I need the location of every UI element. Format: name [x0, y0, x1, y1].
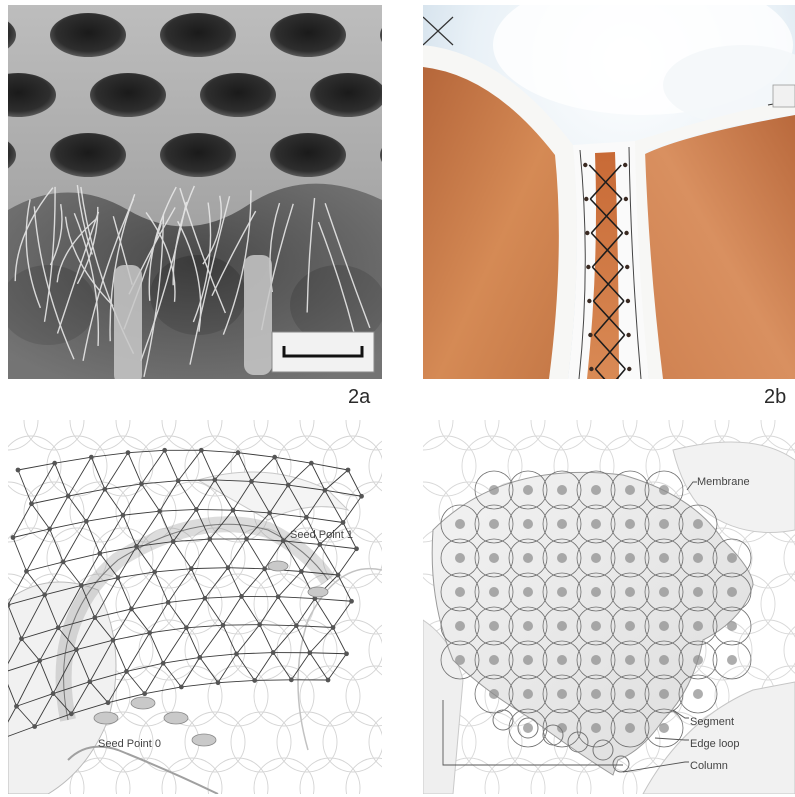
seed-point-0-label: Seed Point 0 — [98, 738, 161, 750]
edge-loop-label: Edge loop — [690, 738, 740, 750]
panel-label-2b: 2b — [764, 386, 786, 409]
panel-label-2a: 2a — [348, 386, 370, 409]
column-label: Column — [690, 760, 728, 772]
segment-label: Segment — [690, 716, 734, 728]
membrane-label: Membrane — [697, 476, 750, 488]
sem-micrograph-image — [8, 5, 382, 379]
seed-point-1-label: Seed Point 1 — [290, 529, 353, 541]
triangulated-net-diagram — [8, 420, 382, 794]
laced-timber-photo — [423, 5, 795, 379]
